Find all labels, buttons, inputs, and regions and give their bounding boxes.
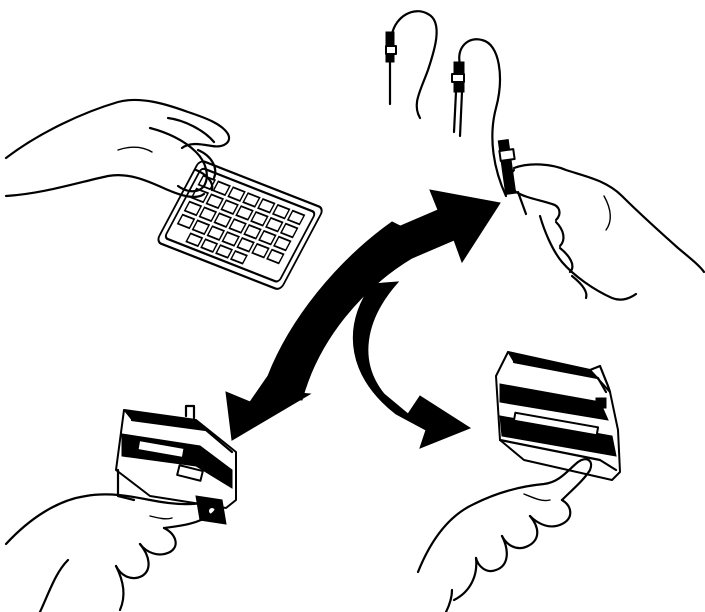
hand-holding-keypad-pod-icon	[6, 100, 324, 291]
hand-holding-grabber-leads-icon	[386, 11, 704, 299]
hand-on-large-connector-icon	[418, 352, 620, 612]
arrow-to-bottom-right	[353, 282, 470, 448]
hand-on-small-connector-icon	[6, 406, 236, 612]
